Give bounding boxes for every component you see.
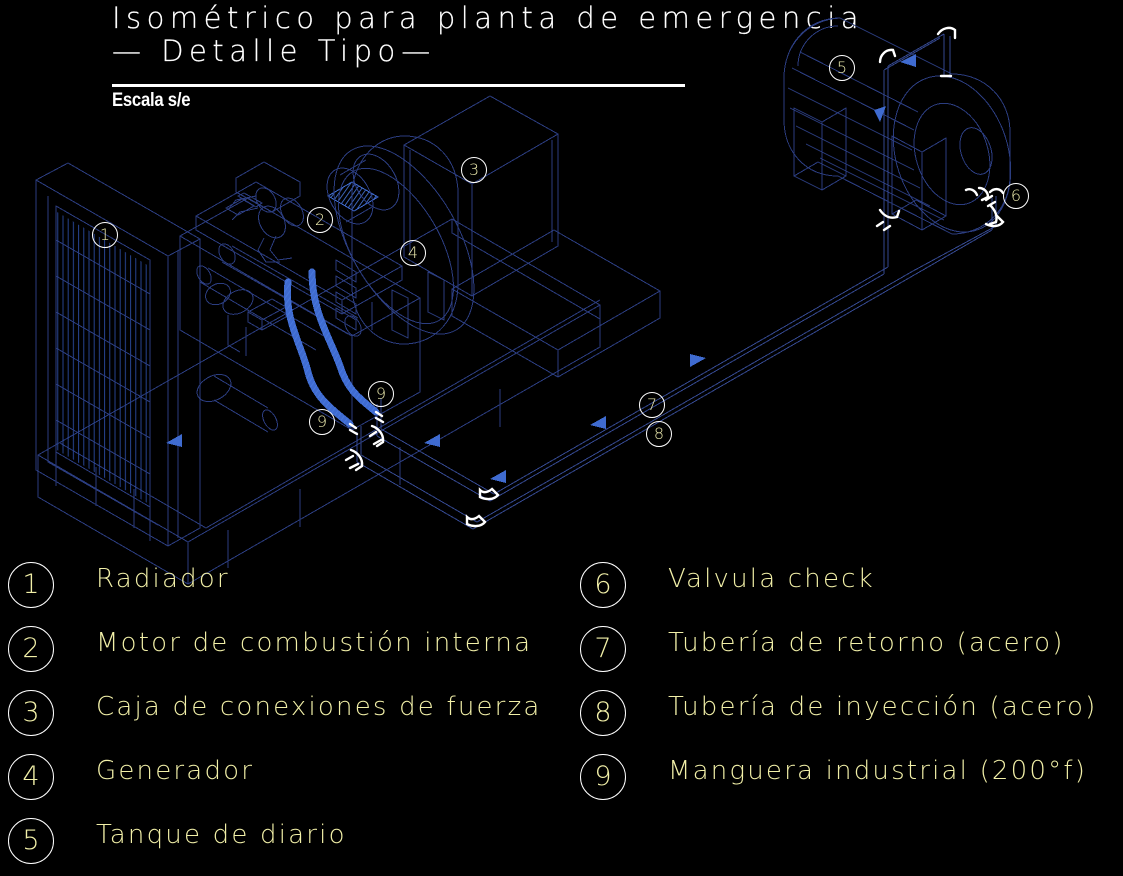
- legend-bullet-6-number: 6: [594, 569, 612, 600]
- callout-6[interactable]: 6: [1003, 183, 1029, 209]
- callout-8-label: 8: [653, 424, 665, 443]
- callout-8[interactable]: 8: [646, 421, 672, 447]
- legend-bullet-3-number: 3: [22, 697, 40, 728]
- generator-alternator: [326, 135, 475, 345]
- legend-label-1: Radiador: [96, 564, 230, 594]
- legend-bullet-9: 9: [580, 754, 626, 800]
- legend: 1 Radiador 2 Motor de combustión interna…: [0, 556, 1123, 874]
- day-tank-assembly: [783, 17, 1012, 235]
- legend-label-3: Caja de conexiones de fuerza: [96, 692, 542, 722]
- callout-1-label: 1: [99, 225, 111, 244]
- callout-4-label: 4: [407, 243, 419, 262]
- legend-label-5: Tanque de diario: [96, 820, 347, 850]
- scale-label: Escala s/e: [112, 90, 191, 111]
- engine-block: [178, 161, 422, 433]
- callout-9-lower-label: 9: [316, 412, 328, 431]
- callout-2[interactable]: 2: [307, 207, 333, 233]
- callout-4[interactable]: 4: [400, 240, 426, 266]
- flexible-hoses: [283, 268, 380, 428]
- drawing-title-line-1: Isométrico para planta de emergencia: [112, 1, 865, 35]
- legend-bullet-3: 3: [8, 690, 54, 736]
- pipe-runs: [356, 33, 997, 530]
- legend-bullet-7-number: 7: [594, 633, 612, 664]
- legend-label-8: Tubería de inyección (acero): [668, 692, 1098, 722]
- callout-2-label: 2: [314, 210, 326, 229]
- callout-5[interactable]: 5: [829, 55, 855, 81]
- legend-bullet-6: 6: [580, 562, 626, 608]
- legend-label-7: Tubería de retorno (acero): [668, 628, 1065, 658]
- legend-bullet-4-number: 4: [22, 761, 40, 792]
- radiator-assembly: [34, 162, 202, 547]
- legend-bullet-9-number: 9: [594, 761, 612, 792]
- callout-9-upper-label: 9: [375, 384, 387, 403]
- pipe-fittings: [344, 26, 1005, 528]
- legend-label-2: Motor de combustión interna: [96, 628, 533, 658]
- callout-9-lower[interactable]: 9: [309, 409, 335, 435]
- drawing-title-line-2: — Detalle Tipo—: [112, 34, 436, 68]
- legend-bullet-7: 7: [580, 626, 626, 672]
- callout-6-label: 6: [1010, 186, 1022, 205]
- legend-label-6: Valvula check: [668, 564, 875, 594]
- callout-5-label: 5: [836, 58, 848, 77]
- callout-7[interactable]: 7: [639, 392, 665, 418]
- title-block: Isométrico para planta de emergencia — D…: [112, 1, 872, 68]
- legend-label-4: Generador: [96, 756, 255, 786]
- callout-3-label: 3: [468, 160, 480, 179]
- legend-bullet-2-number: 2: [22, 633, 40, 664]
- legend-bullet-4: 4: [8, 754, 54, 800]
- title-underline-rule: [112, 84, 685, 87]
- legend-bullet-2: 2: [8, 626, 54, 672]
- power-connection-box: [402, 95, 560, 297]
- callout-7-label: 7: [646, 395, 658, 414]
- legend-bullet-1-number: 1: [22, 569, 40, 600]
- callout-3[interactable]: 3: [461, 157, 487, 183]
- flow-direction-arrows: [166, 54, 916, 483]
- callout-9-upper[interactable]: 9: [368, 381, 394, 407]
- legend-bullet-1: 1: [8, 562, 54, 608]
- legend-label-9: Manguera industrial (200°f): [668, 756, 1088, 786]
- callout-1[interactable]: 1: [92, 222, 118, 248]
- legend-bullet-8: 8: [580, 690, 626, 736]
- legend-bullet-8-number: 8: [594, 697, 612, 728]
- legend-bullet-5: 5: [8, 818, 54, 864]
- legend-bullet-5-number: 5: [22, 825, 40, 856]
